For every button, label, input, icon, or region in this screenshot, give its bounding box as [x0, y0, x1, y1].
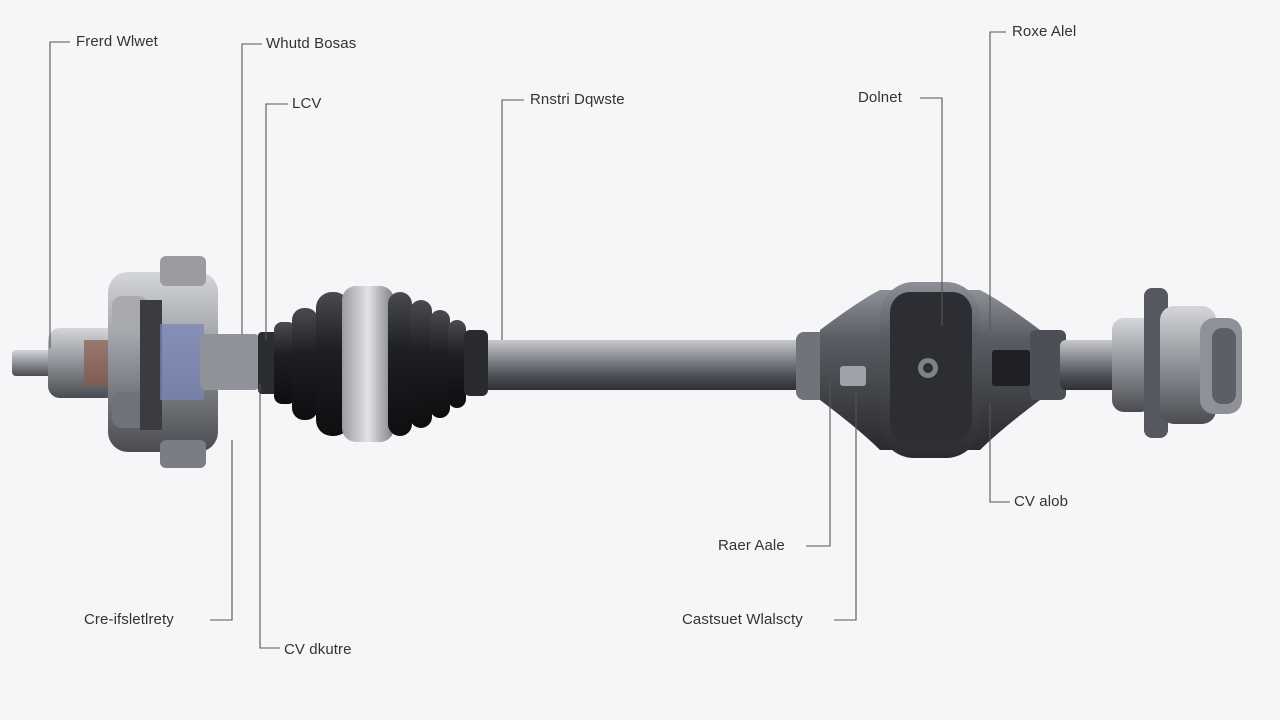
- label-cv-top: LCV: [292, 95, 322, 112]
- label-front-wheel: Frerd Wlwet: [76, 33, 158, 50]
- label-rear-axle-top: Roxe Alel: [1012, 23, 1077, 40]
- leader-wheel-bearing: [241, 43, 262, 334]
- label-cv-right: CV alob: [1014, 493, 1069, 510]
- leader-shaft: [501, 99, 524, 340]
- label-wheel-bearing: Whutd Bosas: [266, 35, 357, 52]
- leader-front-wheel: [49, 41, 70, 348]
- label-differential: Dolnet: [858, 89, 902, 106]
- leader-cv-top: [265, 103, 288, 340]
- leader-rear-axle: [806, 378, 831, 547]
- leader-rear-axle-top: [989, 31, 1006, 330]
- leader-lines: [49, 31, 1010, 649]
- label-constant-velocity: Castsuet Wlalscty: [682, 611, 803, 628]
- leader-cv-right: [989, 404, 1010, 503]
- leader-cv-bottom: [259, 384, 280, 649]
- label-shaft: Rnstri Dqwste: [530, 91, 625, 108]
- leader-cv-bottom-left: [210, 440, 233, 621]
- cv-boot: [258, 286, 488, 442]
- leader-constant-velocity: [834, 392, 857, 621]
- differential-housing: [796, 282, 1066, 458]
- front-wheel-hub: [12, 256, 260, 468]
- rear-axle-hub: [1060, 288, 1242, 438]
- label-rear-axle: Raer Aale: [718, 537, 785, 554]
- label-cv-bottom-left: Cre-ifsletlrety: [84, 611, 174, 628]
- label-cv-bottom: CV dkutre: [284, 641, 352, 658]
- drive-shaft: [470, 340, 810, 390]
- leader-differential: [920, 97, 943, 326]
